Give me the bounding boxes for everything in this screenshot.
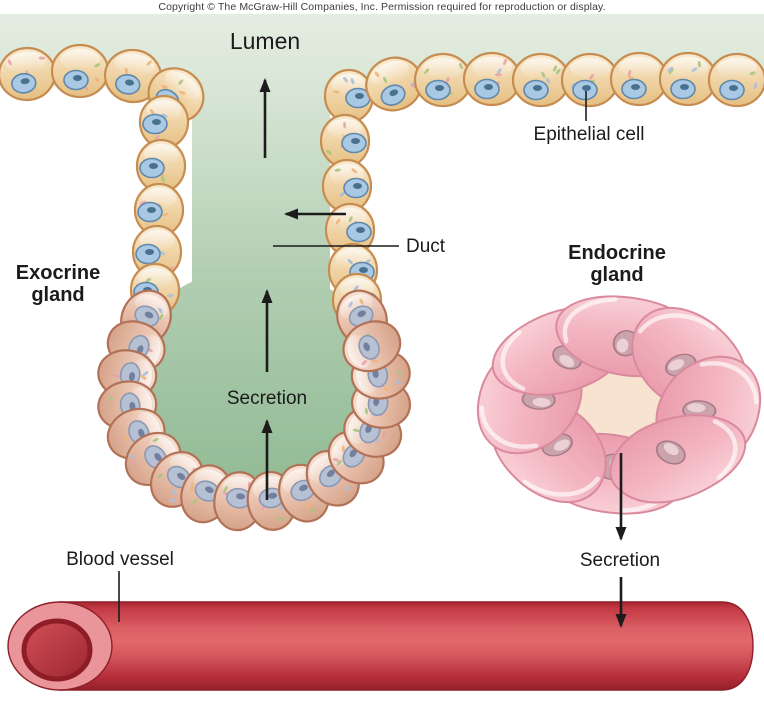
- epithelial-cell: [0, 46, 57, 102]
- epithelial-cell: [103, 48, 163, 104]
- vessel-lumen-opening: [21, 618, 93, 682]
- label-exocrine-gland: Exocrine gland: [15, 262, 101, 306]
- cell-nucleus: [572, 79, 598, 101]
- cell-nucleus: [719, 79, 745, 101]
- epithelial-cell: [609, 51, 669, 107]
- epithelial-cell: [707, 52, 764, 108]
- label-blood-vessel: Blood vessel: [66, 549, 174, 570]
- cell-nucleus: [474, 78, 500, 100]
- cell-nucleus: [142, 113, 168, 135]
- epithelial-cell: [413, 52, 473, 108]
- cell-nucleus: [358, 334, 380, 360]
- cell-nucleus: [655, 440, 686, 465]
- blood-vessel: [7, 601, 754, 691]
- copyright-notice: Copyright © The McGraw-Hill Companies, I…: [158, 1, 606, 13]
- cell-nucleus: [345, 87, 371, 109]
- cell-nucleus: [523, 79, 549, 101]
- epithelial-cell: [323, 68, 375, 124]
- exocrine-gland-cells: [0, 43, 764, 532]
- cell-nucleus: [139, 157, 165, 179]
- cell-nucleus: [258, 487, 285, 509]
- epithelial-cell: [319, 113, 371, 169]
- epithelial-cell: [560, 52, 620, 108]
- epithelial-cell: [511, 52, 571, 108]
- cell-nucleus: [343, 177, 369, 199]
- epithelial-cell: [658, 51, 718, 107]
- epithelial-cell: [365, 56, 423, 112]
- epithelial-cell: [321, 158, 373, 214]
- epithelial-cell: [138, 94, 190, 150]
- cell-nucleus: [341, 132, 367, 154]
- cell-nucleus: [380, 84, 406, 106]
- cell-nucleus: [425, 79, 451, 101]
- epithelial-cell: [462, 51, 522, 107]
- cell-nucleus: [670, 78, 696, 100]
- cell-nucleus: [194, 480, 220, 502]
- cell-nucleus: [621, 78, 647, 100]
- cell-nucleus: [346, 221, 372, 243]
- cell-nucleus: [115, 74, 141, 95]
- cell-nucleus: [137, 201, 163, 223]
- cell-nucleus: [348, 305, 374, 327]
- cell-nucleus: [63, 69, 89, 91]
- cell-nucleus: [11, 72, 37, 94]
- epithelial-cell: [50, 43, 110, 99]
- cell-nucleus: [135, 243, 161, 265]
- label-secretion-exocrine: Secretion: [226, 388, 308, 409]
- cell-nucleus: [225, 487, 252, 509]
- label-lumen: Lumen: [229, 28, 301, 54]
- label-duct: Duct: [406, 236, 446, 257]
- epithelial-cell: [131, 224, 183, 280]
- label-endocrine-gland: Endocrine gland: [568, 242, 666, 286]
- label-epithelial-cell: Epithelial cell: [533, 124, 645, 145]
- epithelial-cell: [324, 202, 376, 258]
- secretory-cell: [342, 320, 402, 373]
- epithelial-cell: [135, 138, 187, 194]
- label-secretion-endocrine: Secretion: [579, 550, 661, 571]
- endocrine-cell: [590, 392, 764, 522]
- endocrine-gland-cells: [466, 287, 764, 522]
